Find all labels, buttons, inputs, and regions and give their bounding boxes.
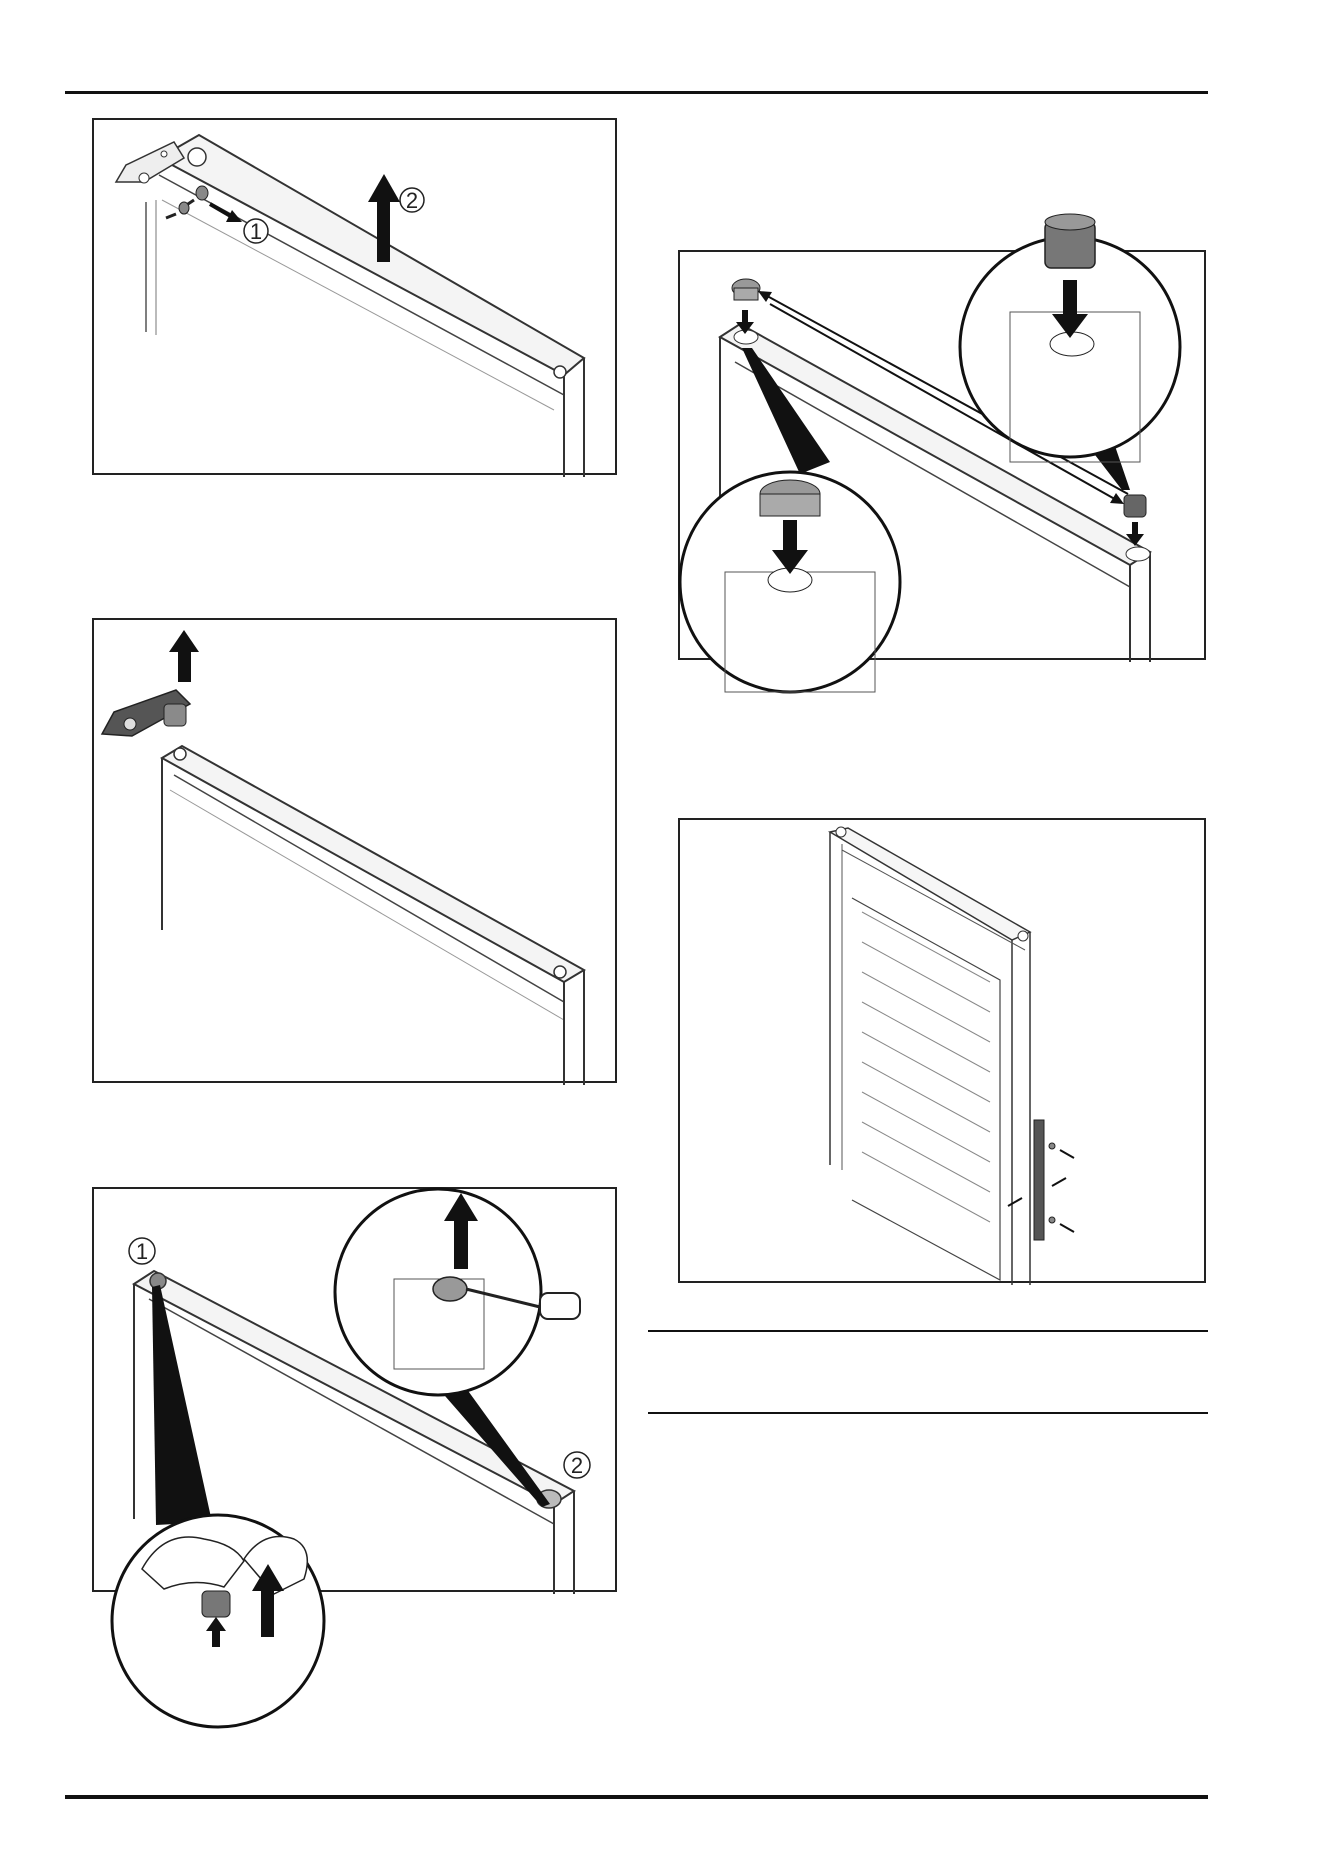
figure-remove-bearing-bush: 1 2 xyxy=(92,1187,617,1592)
screwdriver-icon xyxy=(540,1293,580,1319)
figure-remove-hinge-screws: 1 2 xyxy=(92,118,617,475)
screw-icon xyxy=(1049,1143,1055,1223)
illustration-door-front xyxy=(680,820,1208,1285)
callout-2: 2 xyxy=(571,1453,583,1478)
figure-remove-hinge xyxy=(92,618,617,1083)
plug-icon xyxy=(732,279,760,300)
bearing-bush-icon xyxy=(1124,495,1146,517)
illustration-door-without-hinge xyxy=(94,620,619,1085)
illustration-swap-sides xyxy=(680,252,1208,662)
illustration-door-bearing: 1 2 xyxy=(94,1189,619,1594)
hinge-plate-icon xyxy=(102,690,190,736)
detail-bush-insert xyxy=(960,214,1180,462)
callout-1: 1 xyxy=(250,219,262,244)
arrow-up-icon xyxy=(169,630,199,682)
figure-door-handle-screws xyxy=(678,818,1206,1283)
bearing-bush-icon xyxy=(202,1591,230,1617)
detail-plug-insert xyxy=(680,472,900,692)
illustration-door-top-hinge: 1 2 xyxy=(94,120,619,477)
detail-screwdriver xyxy=(335,1189,580,1395)
header-rule xyxy=(65,91,1208,94)
bearing-bush-icon xyxy=(1045,214,1095,268)
callout-1: 1 xyxy=(136,1239,148,1264)
detail-hand-bush xyxy=(112,1515,324,1727)
hinge-plate-icon xyxy=(116,142,184,183)
note-rule-bottom xyxy=(648,1412,1208,1414)
plug-icon xyxy=(760,480,820,516)
callout-2: 2 xyxy=(406,188,418,213)
figure-swap-bush-plug xyxy=(678,250,1206,660)
note-rule-top xyxy=(648,1330,1208,1332)
arrow-out-icon xyxy=(210,204,242,222)
door-handle-icon xyxy=(1034,1120,1044,1240)
footer-rule xyxy=(65,1795,1208,1799)
